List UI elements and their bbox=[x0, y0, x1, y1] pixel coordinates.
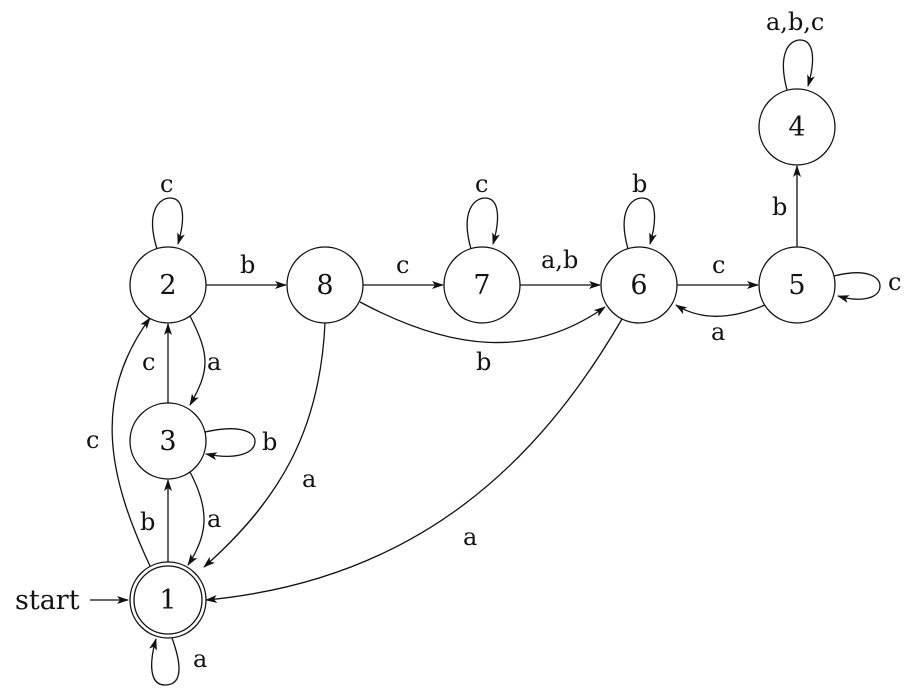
state-7: 7 bbox=[443, 246, 521, 324]
state-circle bbox=[758, 88, 836, 166]
transition-3-to-3 bbox=[204, 428, 256, 461]
state-circle bbox=[443, 246, 521, 324]
transition-label-3-to-2: c bbox=[142, 348, 155, 376]
transition-label-6-to-1: a bbox=[463, 523, 477, 551]
state-5: 5 bbox=[758, 246, 836, 324]
state-circle bbox=[286, 246, 364, 324]
transition-label-1-to-2: c bbox=[86, 426, 99, 454]
state-circle bbox=[600, 246, 678, 324]
state-label: 7 bbox=[473, 270, 490, 301]
transition-label-1-to-3: b bbox=[140, 508, 155, 536]
transition-5-to-6 bbox=[675, 304, 766, 317]
transition-label-7-to-7: c bbox=[475, 170, 488, 198]
transition-6-to-1 bbox=[205, 318, 623, 603]
state-2: 2 bbox=[129, 246, 207, 324]
accepting-ring bbox=[133, 565, 203, 635]
transition-2-to-2 bbox=[151, 197, 185, 250]
transition-label-4-to-4: a,b,c bbox=[766, 8, 824, 36]
transition-4-to-4 bbox=[782, 39, 815, 91]
transition-label-7-to-6: a,b bbox=[541, 246, 578, 274]
state-4: 4 bbox=[758, 88, 836, 166]
transition-label-6-to-5: c bbox=[712, 251, 725, 279]
transition-label-2-to-3: a bbox=[207, 348, 221, 376]
state-8: 8 bbox=[286, 246, 364, 324]
state-circle bbox=[129, 246, 207, 324]
transition-label-1-to-1: a bbox=[193, 645, 207, 673]
transition-label-8-to-7: c bbox=[396, 251, 409, 279]
state-3: 3 bbox=[129, 402, 207, 480]
start-label: start bbox=[15, 585, 80, 616]
state-label: 2 bbox=[159, 270, 176, 301]
transition-label-8-to-1: a bbox=[302, 465, 316, 493]
transition-label-5-to-4: b bbox=[772, 193, 787, 221]
transition-1-to-2 bbox=[111, 317, 151, 567]
transition-2-to-3 bbox=[189, 315, 206, 406]
transition-label-8-to-6: b bbox=[476, 348, 491, 376]
transition-8-to-1 bbox=[203, 322, 326, 568]
transition-3-to-1 bbox=[187, 471, 205, 566]
state-circle bbox=[129, 402, 207, 480]
transition-label-5-to-6: a bbox=[711, 318, 725, 346]
state-circle bbox=[758, 246, 836, 324]
transition-7-to-7 bbox=[466, 197, 500, 250]
transition-5-to-5 bbox=[833, 272, 881, 303]
state-label: 1 bbox=[159, 585, 176, 616]
transition-label-5-to-5: c bbox=[888, 268, 901, 296]
state-label: 8 bbox=[316, 270, 333, 301]
state-label: 4 bbox=[788, 112, 805, 143]
transition-label-3-to-3: b bbox=[262, 428, 277, 456]
state-1: 1 bbox=[129, 561, 207, 639]
transition-label-6-to-6: b bbox=[632, 170, 647, 198]
transition-1-to-1 bbox=[149, 637, 180, 686]
transition-8-to-6 bbox=[359, 301, 606, 344]
state-label: 6 bbox=[630, 270, 647, 301]
state-label: 3 bbox=[159, 426, 176, 457]
state-label: 5 bbox=[788, 270, 805, 301]
transition-6-to-6 bbox=[623, 197, 657, 250]
transition-label-2-to-8: b bbox=[240, 251, 255, 279]
state-6: 6 bbox=[600, 246, 678, 324]
transition-label-2-to-2: c bbox=[160, 170, 173, 198]
transition-label-3-to-1: a bbox=[207, 505, 221, 533]
